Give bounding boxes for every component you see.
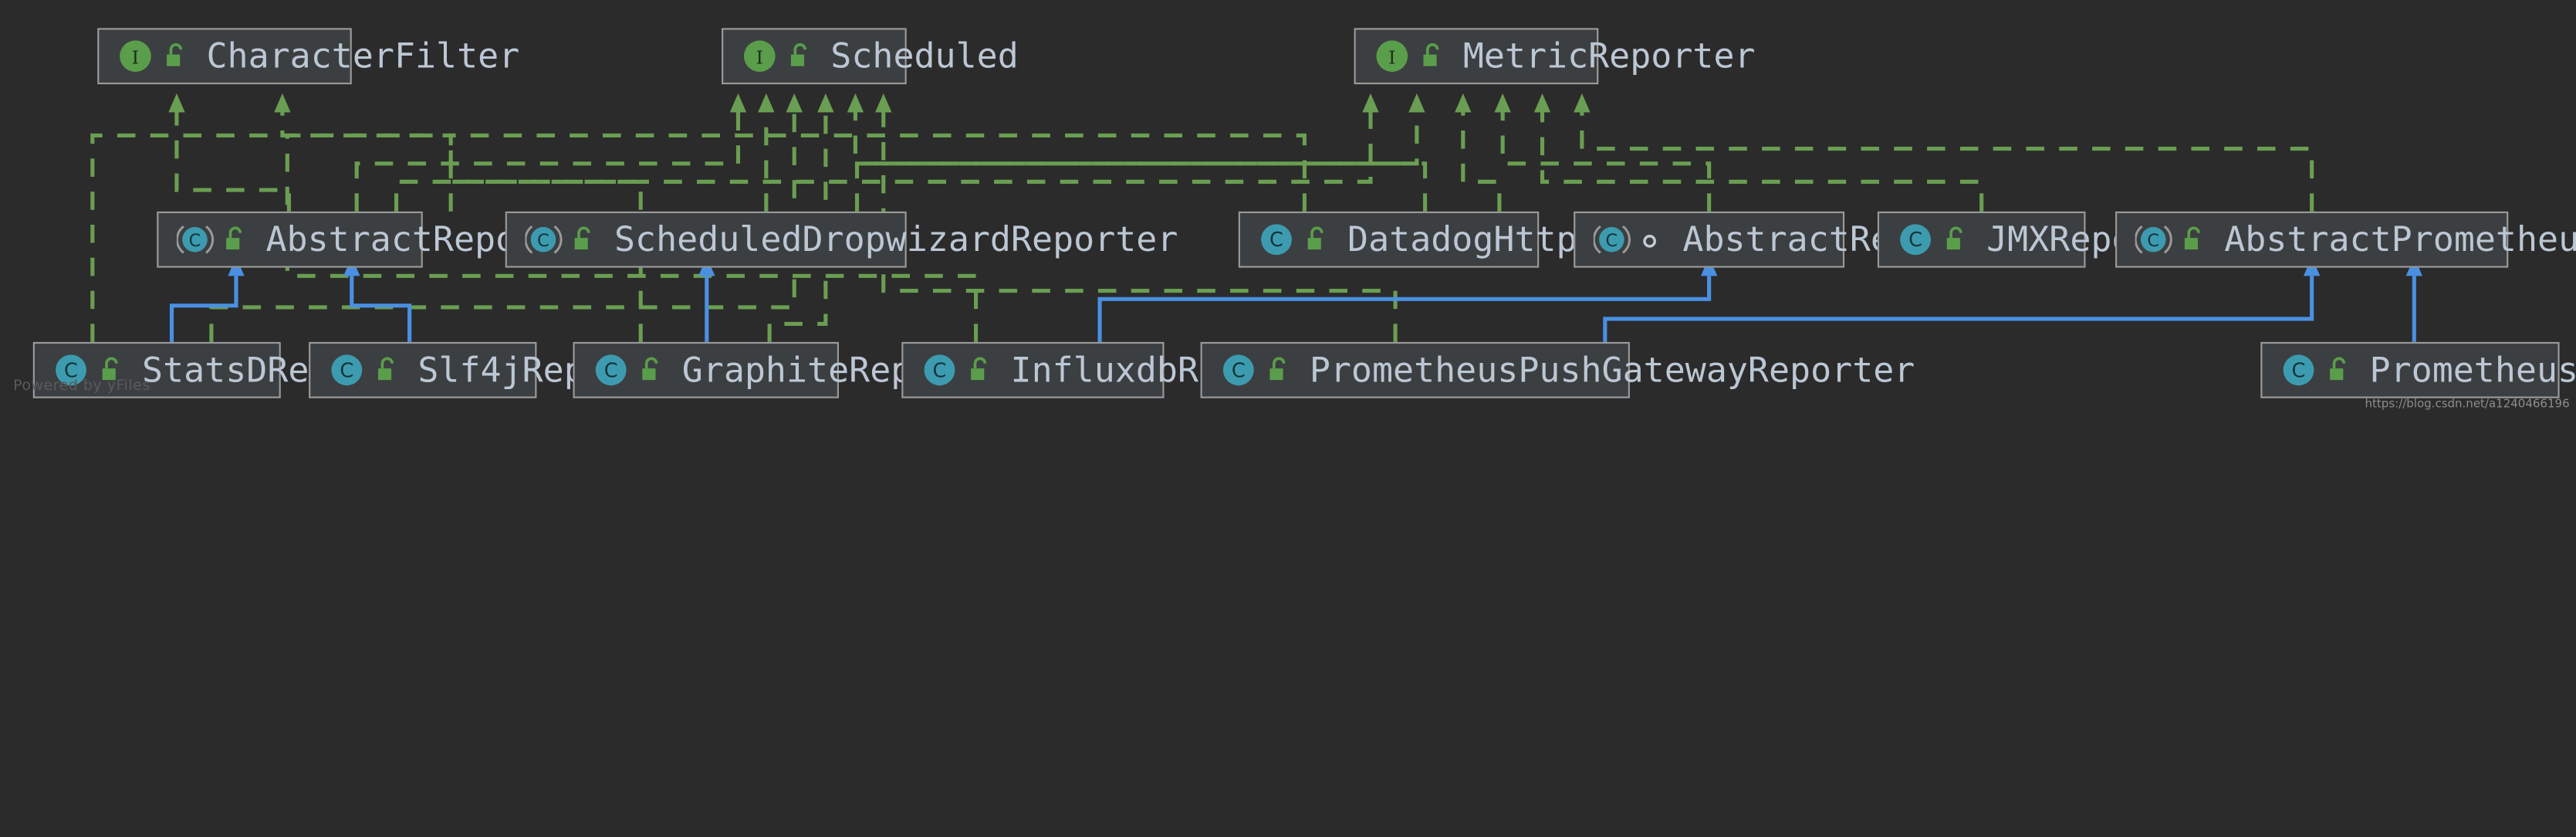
edge-abstractReporter-characterFilter [168,93,292,212]
abstract-class-icon: C [176,222,216,258]
svg-text:I: I [756,46,763,68]
package-private-icon [1638,225,1665,255]
yfiles-watermark: Powered by yFiles [13,376,150,394]
abstract-class-icon: C [1593,222,1633,258]
edge-slf4jReporter-abstractReporter [343,256,412,342]
class-icon: C [2280,352,2320,388]
svg-text:C: C [340,359,353,382]
unlock-icon [1942,225,1968,255]
unlock-icon [374,355,400,385]
class-node-characterfilter[interactable]: I CharacterFilter [97,28,519,85]
svg-text:C: C [1232,359,1246,382]
class-node-abstractreporter-2[interactable]: C AbstractReporter [1574,211,2017,268]
uml-class-diagram: I CharacterFilter I Scheduled [0,0,2576,418]
svg-text:C: C [1606,231,1618,251]
class-icon: C [1258,222,1297,258]
edge-statsDReporter-abstractReporter [169,256,245,342]
class-node-label: PrometheusPushGatewayReporter [1309,349,1915,389]
class-node-label: Scheduled [830,36,1019,76]
unlock-icon [637,355,664,385]
unlock-icon [786,41,813,71]
edge-abstractReporter2-metricReporter [1494,93,1712,212]
class-icon: C [1898,222,1937,258]
unlock-icon [1418,41,1445,71]
edge-bus-characterFilter [274,93,453,212]
interface-icon: I [117,38,157,74]
edge-datadogHttpReporter-metricReporter [1455,93,1502,212]
unlock-icon [1303,225,1329,255]
class-icon: C [329,352,368,388]
class-node-jmxreporter[interactable]: C JMXReporter [1877,211,2216,268]
unlock-icon [221,225,248,255]
class-node-slf4jreporter[interactable]: C Slf4jReporter [309,341,689,398]
svg-text:C: C [1269,229,1283,252]
class-node-datadoghttpreporter[interactable]: C DatadogHttpReporter [1238,211,1744,268]
edge-scheduledDropwizardReporter-metricReporter [854,93,1425,212]
svg-text:C: C [64,359,78,382]
unlock-icon [966,355,992,385]
class-node-prometheusreporter[interactable]: C PrometheusReporter [2260,341,2576,398]
unlock-icon [97,355,123,385]
class-icon: C [593,352,632,388]
svg-text:I: I [1388,46,1395,68]
edge-abstractReporter-metricReporter [394,93,1379,212]
class-icon: C [921,352,961,388]
class-node-scheduled[interactable]: I Scheduled [722,28,1019,85]
class-node-metricreporter[interactable]: I MetricReporter [1354,28,1756,85]
edge-abstractReporter-scheduled [354,93,747,212]
edge-datadogHttpReporter-characterFilter [451,133,1307,212]
edge-abstractPrometheusReporter-metricReporter [1574,93,2314,212]
generalization-edges [169,256,2423,342]
source-url-watermark: https://blog.csdn.net/a1240466196 [2365,396,2570,411]
svg-text:C: C [2147,231,2159,251]
svg-text:C: C [2292,359,2306,382]
edge-prometheusPushGatewayReporter-abstractPrometheusReporter [1603,256,2321,342]
class-node-abstractprometheusreporter[interactable]: C AbstractPrometheusReporter [2115,211,2576,268]
abstract-class-icon: C [2135,222,2175,258]
svg-text:C: C [537,231,549,251]
class-node-abstractreporter[interactable]: C AbstractReporter [157,211,600,268]
edge-datadogHttpReporter-scheduled [847,93,1428,212]
abstract-class-icon: C [525,222,564,258]
class-node-label: PrometheusReporter [2369,349,2576,389]
class-node-label: AbstractPrometheusReporter [2224,219,2576,259]
svg-text:I: I [132,46,139,68]
unlock-icon [162,41,188,71]
class-node-scheduleddropwizardreporter[interactable]: C ScheduledDropwizardReporter [505,211,1178,268]
svg-text:C: C [1908,229,1922,252]
unlock-icon [2325,355,2351,385]
class-node-label: ScheduledDropwizardReporter [614,219,1178,259]
class-icon: C [52,352,92,388]
unlock-icon [2179,225,2206,255]
interface-icon: I [742,38,781,74]
class-node-label: MetricReporter [1462,36,1756,76]
interface-icon: I [1374,38,1413,74]
class-node-label: CharacterFilter [206,36,520,76]
class-icon: C [1220,352,1259,388]
class-node-prometheuspushgatewayreporter[interactable]: C PrometheusPushGatewayReporter [1200,341,1915,398]
class-node-graphitereporter[interactable]: C GraphiteReporter [573,341,1016,398]
edge-influxdbReporter-abstractReporter2 [1097,256,1718,342]
svg-text:C: C [604,359,618,382]
svg-text:C: C [189,231,201,251]
svg-text:C: C [933,359,947,382]
unlock-icon [1265,355,1291,385]
unlock-icon [570,225,596,255]
class-node-influxdbreporter[interactable]: C InfluxdbReporter [901,341,1344,398]
edge-jmxReporter-metricReporter [1533,93,1984,212]
